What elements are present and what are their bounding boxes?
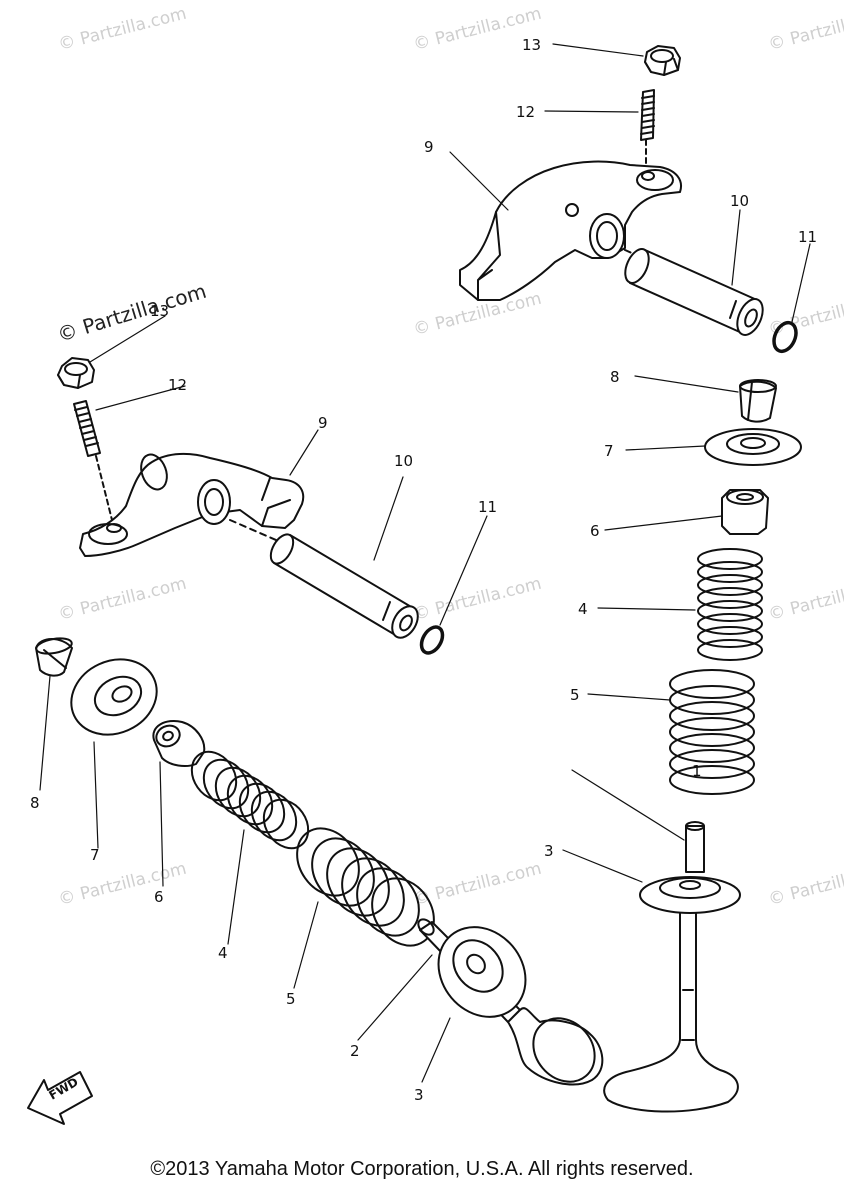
rocker-arm-9-left: [79, 452, 305, 557]
watermark: © Partzilla.com: [56, 4, 188, 55]
spring-seat-3-right: [639, 876, 741, 914]
callout-5-right: 5: [570, 686, 580, 704]
callout-labels: 1 2 3 3 4 4 5 5 6 6 7 7 8 8 9 9 10 10 11…: [30, 36, 817, 1104]
watermark: © Partzilla.com: [766, 4, 844, 55]
fwd-arrow-icon: [27, 1071, 93, 1125]
callout-13-left: 13: [150, 302, 169, 320]
callout-4-right: 4: [578, 600, 588, 618]
watermark: © Partzilla.com: [56, 574, 188, 625]
outer-spring-5-left: [296, 827, 435, 947]
rocker-shaft-10-upper: [624, 248, 764, 336]
cotter-8-right: [739, 379, 777, 423]
callout-13-upper: 13: [522, 36, 541, 54]
watermark: © Partzilla.com: [411, 859, 543, 910]
inner-spring-4-right: [697, 548, 763, 661]
callout-7-right: 7: [604, 442, 614, 460]
o-ring-11-upper: [772, 320, 798, 354]
adjusting-screw-12-left: [73, 400, 113, 521]
callout-6-right: 6: [590, 522, 600, 540]
copyright-notice: ©2013 Yamaha Motor Corporation, U.S.A. A…: [150, 1158, 694, 1180]
callout-3-right: 3: [544, 842, 554, 860]
callout-1: 1: [692, 762, 702, 780]
watermark: © Partzilla.com: [411, 574, 543, 625]
adjusting-screw-12-upper: [640, 89, 655, 169]
cotter-8-left: [35, 637, 73, 677]
callout-8-right: 8: [610, 368, 620, 386]
valve-seal-6-right: [721, 489, 769, 535]
valve-seal-6-left: [152, 720, 206, 767]
callout-4-left: 4: [218, 944, 228, 962]
valve-1: [603, 821, 739, 1113]
callout-2: 2: [350, 1042, 360, 1060]
callout-12-left: 12: [168, 376, 187, 394]
retainer-7-right: [704, 428, 802, 466]
callout-3-left: 3: [414, 1086, 424, 1104]
leader-lines: [39, 43, 811, 1083]
callout-5-left: 5: [286, 990, 296, 1008]
watermark: © Partzilla.com: [56, 859, 188, 910]
watermark: © Partzilla.com: [766, 859, 844, 910]
callout-8-left: 8: [30, 794, 40, 812]
callout-6-left: 6: [154, 888, 164, 906]
spring-seat-3-left: [437, 926, 527, 1018]
callout-7-left: 7: [90, 846, 100, 864]
inner-spring-4-left: [190, 750, 310, 850]
callout-9-left: 9: [318, 414, 328, 432]
nut-13-left: [57, 357, 95, 389]
nut-13-upper: [644, 45, 681, 76]
outer-spring-5-right: [669, 669, 755, 795]
callout-12-upper: 12: [516, 103, 535, 121]
callout-10-upper: 10: [730, 192, 749, 210]
o-ring-11-left: [419, 625, 445, 655]
rocker-shaft-10-left: [269, 533, 419, 639]
callout-11-left: 11: [478, 498, 497, 516]
watermark: © Partzilla.com: [766, 574, 844, 625]
retainer-7-left: [70, 658, 158, 736]
callout-10-left: 10: [394, 452, 413, 470]
callout-9-upper: 9: [424, 138, 434, 156]
callout-11-upper: 11: [798, 228, 817, 246]
